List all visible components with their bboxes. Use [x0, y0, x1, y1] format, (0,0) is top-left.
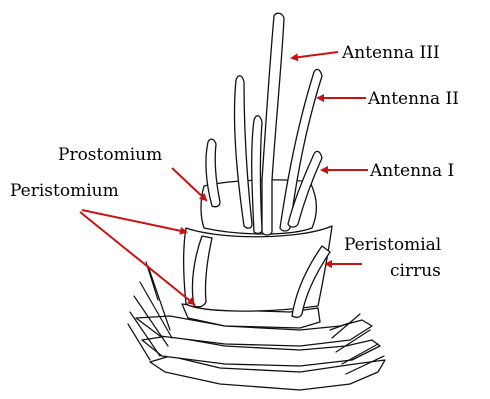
arrow-peristomium-upper [82, 210, 186, 232]
arrow-peristomium-lower [80, 212, 194, 304]
label-peristomium: Peristomium [10, 181, 119, 201]
label-prostomium: Prostomium [58, 145, 162, 165]
antenna-mid-shape [252, 116, 262, 234]
label-antenna-3: Antenna III [341, 43, 440, 63]
label-peristomial-cirrus-line1: Peristomial [344, 235, 441, 255]
label-antenna-1: Antenna I [369, 161, 454, 181]
label-peristomial-cirrus-line2: cirrus [390, 261, 441, 281]
arrow-antenna-3 [292, 52, 338, 58]
label-antenna-2: Antenna II [367, 89, 459, 109]
arrow-prostomium [172, 168, 206, 200]
